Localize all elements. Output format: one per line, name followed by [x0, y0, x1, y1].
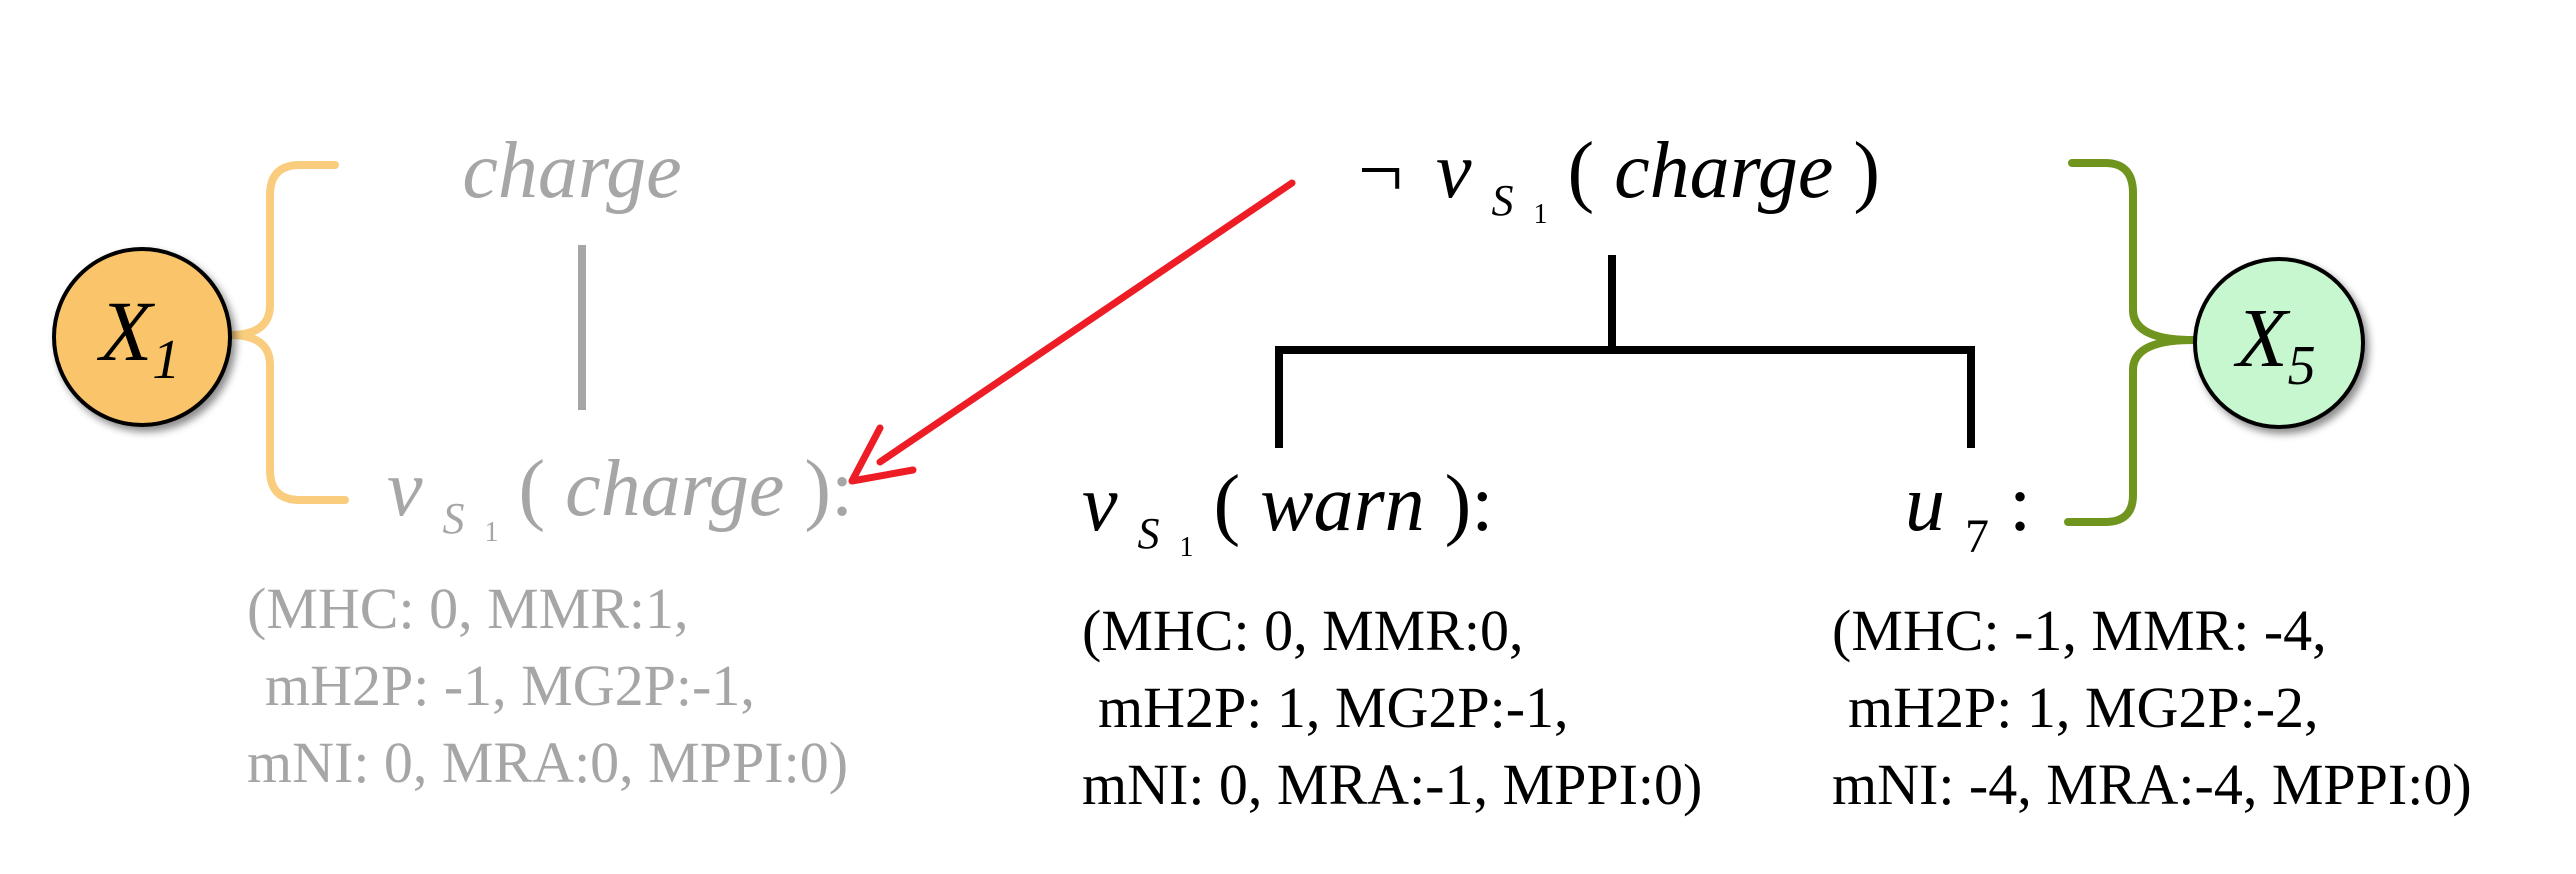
right-tree: ¬ v S 1 ( charge ) v S 1 ( warn ): (MHC:… [1082, 127, 2472, 817]
x1-circle [52, 247, 232, 427]
right-root-v: v [1436, 127, 1472, 215]
x5-label: X5 [2233, 292, 2315, 397]
left-node-subsub: 1 [485, 517, 499, 548]
left-root-label: charge [462, 127, 681, 215]
x1-cluster-node: X1 [52, 247, 232, 427]
warn-values-line-2: mH2P: 1, MG2P:-1, [1098, 675, 1569, 740]
x1-label: X1 [97, 283, 181, 391]
warn-values-line-1: (MHC: 0, MMR:0, [1082, 598, 1524, 663]
x1-bracket [226, 161, 349, 504]
warn-values-line-3: mNI: 0, MRA:-1, MPPI:0) [1082, 752, 1702, 817]
warn-node-subsub: 1 [1180, 532, 1194, 563]
right-root-neg: ¬ [1358, 127, 1403, 215]
warn-node-open: ( [1214, 460, 1241, 548]
left-values-line-2: mH2P: -1, MG2P:-1, [265, 653, 755, 718]
left-values-line-1: (MHC: 0, MMR:1, [247, 576, 689, 641]
left-node-open: ( [519, 445, 546, 533]
right-root-subsub: 1 [1534, 199, 1548, 230]
right-root-close: ) [1853, 127, 1880, 215]
left-node-action: charge [565, 445, 784, 533]
x5-circle [2193, 257, 2365, 429]
left-node-v: v [387, 445, 423, 533]
warn-node-v: v [1082, 460, 1118, 548]
u7-node-colon: : [2009, 460, 2031, 548]
red-arrow-head [848, 424, 917, 485]
u7-node-sub: 7 [1965, 510, 1989, 563]
right-left-child-label: v S 1 ( warn ): [1082, 460, 1494, 574]
right-root-label: ¬ v S 1 ( charge ) [1358, 127, 1880, 241]
right-root-sub: S [1492, 176, 1514, 225]
right-root-open: ( [1568, 127, 1595, 215]
u7-values-line-1: (MHC: -1, MMR: -4, [1832, 598, 2327, 663]
right-right-child-label: u 7 : [1905, 460, 2031, 570]
red-arrow [848, 179, 1296, 485]
red-arrow-shaft [876, 179, 1296, 466]
left-node-close: ): [804, 445, 853, 533]
warn-node-close: ): [1445, 460, 1494, 548]
u7-node-u: u [1905, 460, 1945, 548]
x5-cluster-node: X5 [2193, 257, 2365, 429]
left-node-label: v S 1 ( charge ): [387, 445, 853, 559]
left-node-sub: S [443, 494, 465, 543]
x5-bracket [2064, 159, 2197, 526]
right-root-action: charge [1614, 127, 1833, 215]
left-tree: charge v S 1 ( charge ): (MHC: 0, MMR:1,… [247, 127, 853, 795]
left-values-line-3: mNI: 0, MRA:0, MPPI:0) [247, 730, 848, 795]
u7-values-line-2: mH2P: 1, MG2P:-2, [1848, 675, 2319, 740]
u7-values-line-3: mNI: -4, MRA:-4, MPPI:0) [1832, 752, 2472, 817]
right-tree-edges [1275, 255, 1975, 448]
warn-node-sub: S [1138, 509, 1160, 558]
warn-node-action: warn [1260, 460, 1425, 548]
